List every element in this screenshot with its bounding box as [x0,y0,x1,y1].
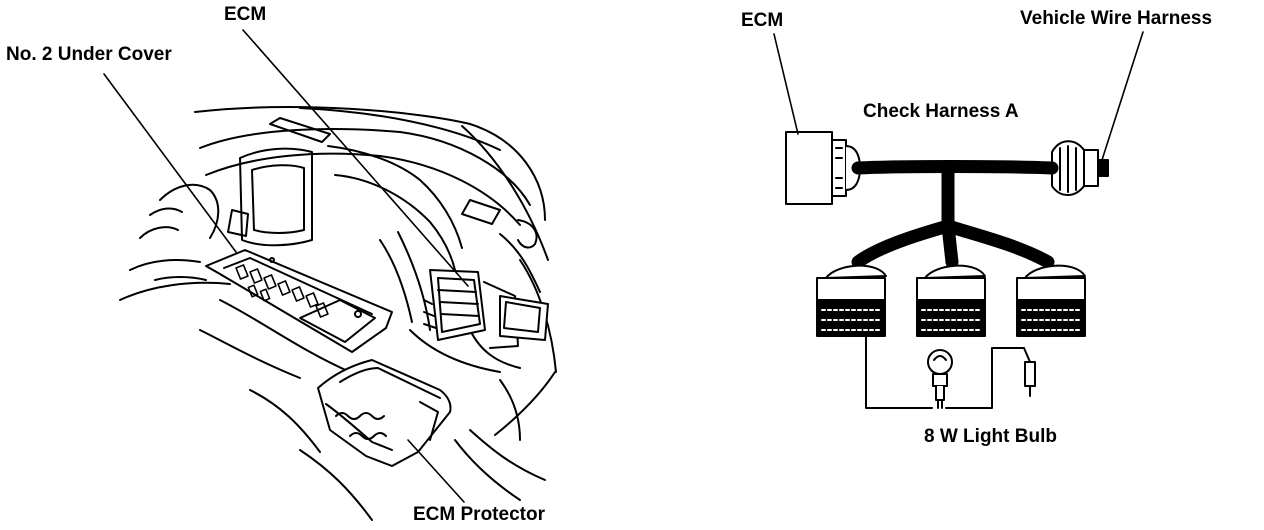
left-illustration [103,29,557,521]
test-connectors [816,264,1086,337]
bulb-circuit-wire [865,335,1031,409]
label-ecm-protector: ECM Protector [413,504,545,525]
ecm-module [423,269,549,349]
test-connector-3 [1016,264,1086,337]
ecm-protector [317,359,452,467]
label-ecm-left: ECM [224,4,267,25]
test-probe [1024,361,1036,397]
check-harness-cable [851,160,1059,269]
label-check-harness-a: Check Harness A [863,101,1019,122]
leader-lines-right [773,31,1144,161]
label-vehicle-wire-harness: Vehicle Wire Harness [1020,8,1213,29]
label-no2-under-cover: No. 2 Under Cover [6,44,172,65]
light-bulb [927,349,953,409]
ecm-box [785,131,861,205]
under-cover-panel [205,249,393,353]
label-ecm-right: ECM [741,10,784,31]
windshield-lines [194,106,549,261]
right-illustration [773,31,1144,409]
leader-lines-left [103,29,469,503]
test-connector-1 [816,264,887,337]
test-connector-2 [916,264,986,337]
vehicle-harness-connector [1051,140,1109,196]
label-8w-light-bulb: 8 W Light Bulb [924,426,1057,447]
